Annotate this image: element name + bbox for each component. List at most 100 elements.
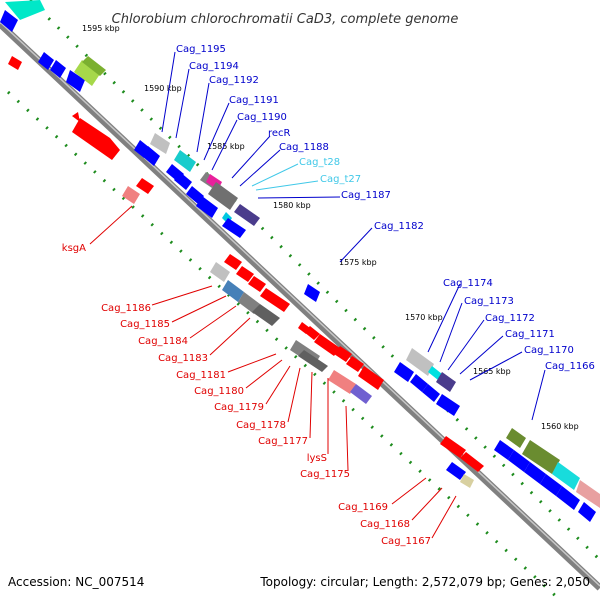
gene-feature	[428, 366, 442, 380]
gene-feature	[196, 196, 218, 218]
gene-feature	[8, 56, 22, 70]
gene-feature	[410, 374, 428, 392]
gene-label: Cag_1195	[176, 44, 226, 55]
leader-line	[209, 317, 251, 356]
gene-feature	[358, 366, 384, 390]
leader-line	[287, 367, 301, 423]
leader-lines-trna	[251, 163, 319, 191]
gene-feature	[50, 60, 66, 78]
leader-line	[439, 302, 463, 363]
gene-label: Cag_1175	[300, 469, 350, 480]
gene-feature	[298, 350, 328, 372]
gene-feature	[260, 288, 290, 312]
ruler-line-inner	[6, 90, 562, 600]
gene-feature	[394, 362, 414, 382]
leader-line	[203, 102, 230, 161]
gene-label: Cag_1187	[341, 190, 391, 201]
gene-feature	[238, 292, 260, 314]
gene-feature	[446, 462, 466, 480]
leader-line	[239, 149, 281, 187]
leader-line	[431, 495, 457, 539]
gene-feature	[122, 186, 140, 204]
kbp-tick: 1560 kbp	[541, 422, 579, 431]
gene-labels-upper: Cag_1195 Cag_1194 Cag_1192 Cag_1191 Cag_…	[176, 44, 595, 372]
gene-label: recR	[268, 128, 291, 139]
gene-feature	[346, 356, 364, 372]
gene-feature	[578, 502, 596, 522]
kbp-tick: 1590 kbp	[144, 84, 182, 93]
kbp-tick: 1580 kbp	[273, 201, 311, 210]
leader-line	[189, 305, 237, 339]
gene-feature	[494, 440, 514, 460]
kbp-tick: 1585 kbp	[207, 142, 245, 151]
gene-feature	[234, 204, 260, 226]
gene-label: Cag_1183	[158, 353, 208, 364]
accession-text: Accession: NC_007514	[8, 575, 144, 589]
gene-label: Cag_1169	[338, 502, 388, 513]
kbp-tick: 1575 kbp	[339, 258, 377, 267]
gene-label: Cag_1186	[101, 303, 151, 314]
gene-feature	[350, 384, 372, 404]
leader-lines-upper	[161, 51, 546, 421]
gene-feature	[552, 462, 580, 490]
gene-feature	[5, 0, 45, 20]
gene-feature	[210, 262, 230, 282]
gene-feature	[222, 280, 244, 302]
leader-line	[345, 405, 349, 471]
leader-line	[427, 283, 461, 353]
gene-feature	[460, 452, 484, 472]
gene-feature	[174, 150, 196, 172]
gene-feature	[236, 266, 254, 282]
gene-label: Cag_1167	[381, 536, 431, 547]
leader-line	[447, 319, 485, 371]
gene-feature	[82, 56, 106, 76]
leader-line	[231, 135, 271, 179]
leader-line	[469, 351, 523, 381]
gene-label: Cag_1191	[229, 95, 279, 106]
ruler-dots	[6, 0, 600, 600]
kbp-tick: 1565 kbp	[473, 367, 511, 376]
gene-label: Cag_1168	[360, 519, 410, 530]
gene-feature	[174, 172, 192, 190]
gene-label: Cag_1190	[237, 112, 287, 123]
gene-labels-lower: ksgA Cag_1186 Cag_1185 Cag_1184 Cag_1183…	[62, 243, 431, 547]
kbp-tick: 1595 kbp	[82, 24, 120, 33]
gene-label: ksgA	[62, 243, 86, 254]
genome-summary-text: Topology: circular; Length: 2,572,079 bp…	[259, 575, 590, 589]
gene-label: Cag_1194	[189, 61, 239, 72]
gene-label: Cag_1184	[138, 336, 188, 347]
leader-line	[257, 196, 341, 199]
leader-line	[411, 487, 443, 521]
gene-feature	[0, 10, 18, 32]
leader-line	[151, 285, 213, 306]
gene-label: Cag_1177	[258, 436, 308, 447]
leader-lines-lower	[89, 205, 457, 539]
gene-label: Cag_1173	[464, 296, 514, 307]
leader-line	[251, 163, 299, 187]
gene-feature	[328, 370, 356, 394]
leader-line	[227, 353, 277, 373]
gene-feature	[406, 348, 434, 376]
leader-line	[459, 335, 504, 375]
gene-label: Cag_1185	[120, 319, 170, 330]
gene-feature	[436, 394, 460, 416]
gene-feature	[506, 428, 526, 448]
gene-label: Cag_1181	[176, 370, 226, 381]
gene-feature	[74, 60, 100, 86]
leader-line	[175, 68, 190, 139]
gene-feature	[248, 276, 266, 292]
gene-feature	[304, 284, 320, 302]
gene-feature	[186, 186, 204, 204]
gene-label: Cag_1172	[485, 313, 535, 324]
gene-feature	[72, 118, 120, 160]
leader-line	[265, 365, 291, 405]
gene-label: Cag_1166	[545, 361, 595, 372]
leader-line	[196, 82, 210, 153]
leader-line	[391, 477, 427, 505]
gene-feature	[440, 436, 466, 458]
map-title: Chlorobium chlorochromatii CaD3, complet…	[112, 12, 459, 27]
leader-line	[339, 227, 373, 263]
gene-feature	[422, 384, 440, 402]
reverse-strand-genes	[0, 0, 600, 522]
